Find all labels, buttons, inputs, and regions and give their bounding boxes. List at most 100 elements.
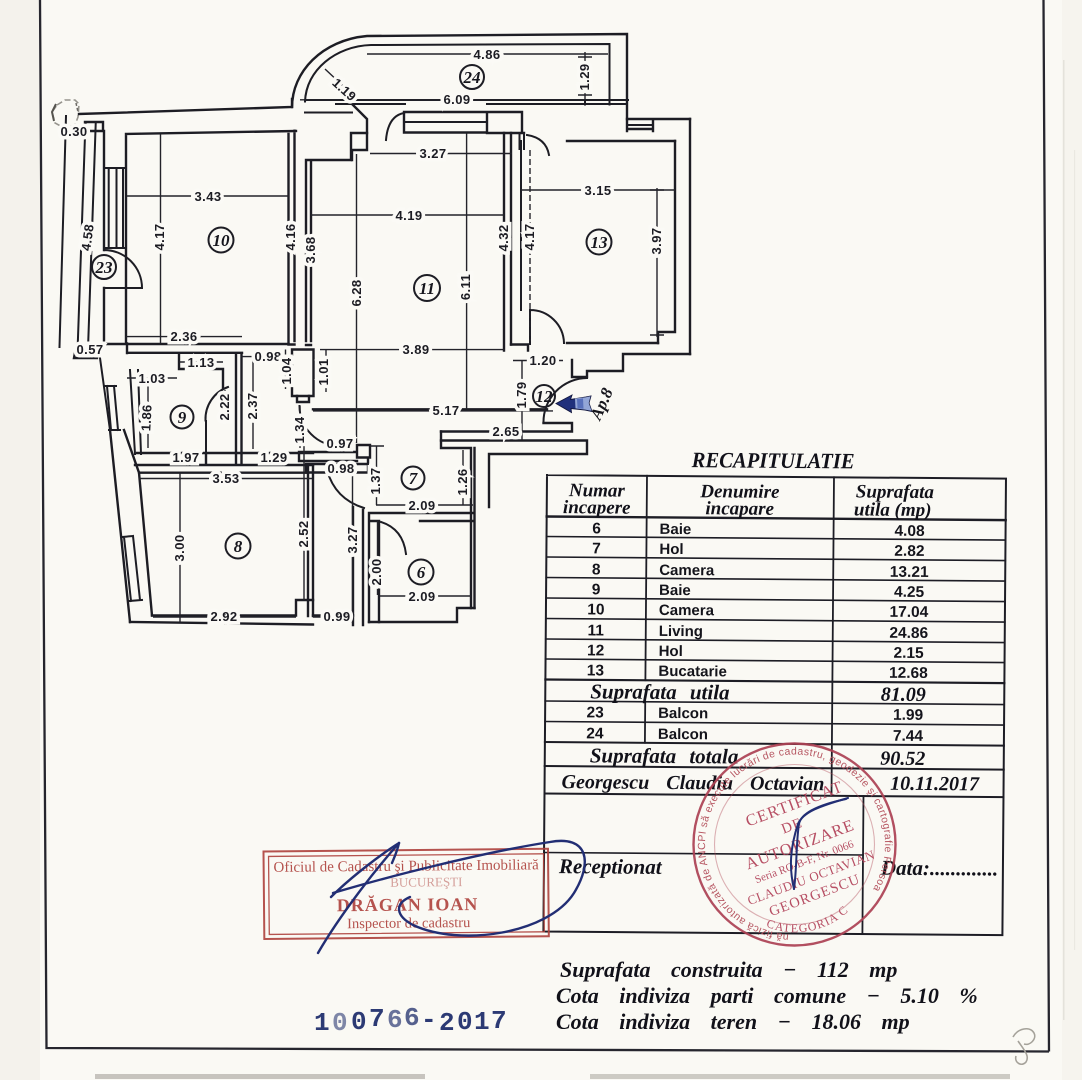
svg-text:4.25: 4.25 (894, 584, 925, 601)
svg-text:12.68: 12.68 (889, 665, 928, 682)
svg-text:2.09: 2.09 (409, 589, 436, 604)
svg-text:0.99: 0.99 (324, 609, 351, 624)
svg-text:0.57: 0.57 (77, 342, 104, 357)
svg-text:Baie: Baie (660, 521, 692, 538)
svg-text:incapere: incapere (563, 497, 631, 519)
svg-text:2.15: 2.15 (893, 645, 924, 662)
svg-text:7: 7 (369, 1004, 385, 1034)
svg-text:2.00: 2.00 (369, 559, 384, 586)
svg-text:4.86: 4.86 (474, 47, 501, 62)
svg-text:Georgescu Claudiu Octavian: Georgescu Claudiu Octavian (562, 771, 825, 795)
svg-text:Camera: Camera (659, 602, 715, 619)
svg-text:6: 6 (404, 1003, 420, 1033)
svg-text:2.82: 2.82 (894, 543, 924, 560)
svg-text:0: 0 (457, 1007, 473, 1037)
svg-text:utila (mp): utila (mp) (854, 499, 932, 521)
svg-text:3.68: 3.68 (303, 237, 318, 264)
svg-text:10.11.2017: 10.11.2017 (890, 773, 980, 796)
svg-text:1: 1 (474, 1007, 490, 1037)
svg-text:0: 0 (351, 1007, 367, 1037)
svg-text:24.86: 24.86 (889, 625, 928, 642)
svg-text:1.04: 1.04 (279, 357, 294, 384)
svg-text:0.98: 0.98 (255, 349, 282, 364)
svg-text:4.08: 4.08 (894, 523, 925, 540)
svg-text:3.53: 3.53 (213, 471, 240, 486)
svg-text:1.97: 1.97 (173, 450, 200, 465)
svg-text:13: 13 (587, 662, 605, 679)
svg-text:1.29: 1.29 (261, 450, 288, 465)
svg-text:Suprafata construita − 112: Suprafata construita − 112 mp (560, 957, 897, 982)
svg-text:Numar: Numar (568, 480, 626, 501)
svg-text:Suprafata utila: Suprafata utila (590, 679, 729, 704)
svg-text:1.37: 1.37 (368, 468, 383, 495)
svg-text:13: 13 (591, 233, 609, 252)
svg-text:Balcon: Balcon (658, 705, 708, 722)
svg-text:incapare: incapare (705, 498, 774, 520)
svg-text:1.20: 1.20 (530, 353, 557, 368)
svg-text:0.30: 0.30 (61, 124, 88, 139)
svg-text:1.79: 1.79 (514, 382, 529, 409)
svg-text:2.09: 2.09 (409, 498, 436, 513)
svg-text:4.32: 4.32 (496, 225, 511, 252)
svg-text:1.99: 1.99 (893, 707, 924, 724)
svg-text:Cota indiviza teren − 18.06: Cota indiviza teren − 18.06 mp (556, 1009, 910, 1034)
svg-text:2.52: 2.52 (296, 521, 311, 548)
svg-text:1.86: 1.86 (138, 404, 154, 432)
svg-text:4.16: 4.16 (283, 224, 298, 251)
svg-text:1.13: 1.13 (188, 355, 215, 370)
svg-text:5.17: 5.17 (433, 403, 460, 418)
svg-text:8: 8 (234, 537, 243, 556)
svg-text:6.28: 6.28 (349, 280, 364, 307)
svg-text:6.11: 6.11 (458, 274, 473, 300)
svg-text:-: - (421, 1005, 437, 1035)
svg-text:Receptionat: Receptionat (558, 854, 663, 879)
svg-text:0: 0 (332, 1008, 348, 1038)
svg-text:2.37: 2.37 (245, 393, 260, 420)
svg-text:1: 1 (314, 1008, 330, 1038)
svg-text:Baie: Baie (659, 582, 691, 599)
svg-text:Hol: Hol (659, 643, 683, 660)
svg-text:6.09: 6.09 (444, 92, 471, 107)
svg-text:2.65: 2.65 (493, 424, 520, 439)
svg-text:24: 24 (463, 68, 481, 87)
svg-text:DRĂGAN IOAN: DRĂGAN IOAN (337, 893, 479, 915)
svg-text:1.34: 1.34 (292, 416, 307, 443)
svg-text:17.04: 17.04 (889, 604, 928, 621)
svg-text:24: 24 (586, 725, 604, 742)
svg-text:90.52: 90.52 (880, 748, 925, 770)
svg-text:Hol: Hol (659, 541, 683, 558)
svg-text:Denumire: Denumire (699, 481, 780, 503)
svg-text:3.27: 3.27 (345, 527, 360, 554)
svg-text:3.89: 3.89 (403, 342, 430, 357)
svg-text:Data:.............: Data:............. (880, 856, 998, 881)
svg-text:10: 10 (587, 601, 604, 618)
svg-text:12: 12 (536, 387, 554, 406)
svg-text:4.19: 4.19 (396, 208, 423, 223)
svg-text:3.97: 3.97 (649, 228, 664, 255)
svg-text:2.22: 2.22 (217, 394, 232, 421)
svg-text:RECAPITULATIE: RECAPITULATIE (691, 447, 855, 473)
svg-text:Camera: Camera (659, 562, 715, 579)
svg-text:2.92: 2.92 (211, 609, 238, 624)
svg-text:1.01: 1.01 (316, 359, 331, 386)
svg-text:3.43: 3.43 (195, 189, 222, 204)
svg-text:7: 7 (409, 469, 419, 488)
svg-text:1.29: 1.29 (577, 64, 592, 91)
svg-text:6: 6 (592, 520, 601, 537)
svg-text:Oficiul de Cadastru şi Publici: Oficiul de Cadastru şi Publicitate Imobi… (273, 857, 539, 876)
svg-text:7: 7 (491, 1006, 507, 1036)
svg-text:6: 6 (417, 563, 426, 582)
svg-text:11: 11 (588, 622, 605, 639)
svg-text:0.97: 0.97 (327, 436, 354, 451)
svg-text:12: 12 (587, 642, 604, 659)
svg-text:1.26: 1.26 (455, 469, 470, 496)
svg-text:2: 2 (439, 1008, 455, 1038)
svg-text:Cota indiviza parti comune −: Cota indiviza parti comune − 5.10 % (556, 983, 978, 1008)
svg-text:Suprafata: Suprafata (856, 481, 935, 503)
svg-text:23: 23 (95, 258, 114, 277)
svg-text:Suprafata totala: Suprafata totala (590, 743, 739, 768)
svg-text:10: 10 (213, 231, 231, 250)
svg-text:Living: Living (659, 623, 703, 640)
svg-text:9: 9 (178, 408, 187, 427)
svg-text:11: 11 (419, 279, 435, 298)
